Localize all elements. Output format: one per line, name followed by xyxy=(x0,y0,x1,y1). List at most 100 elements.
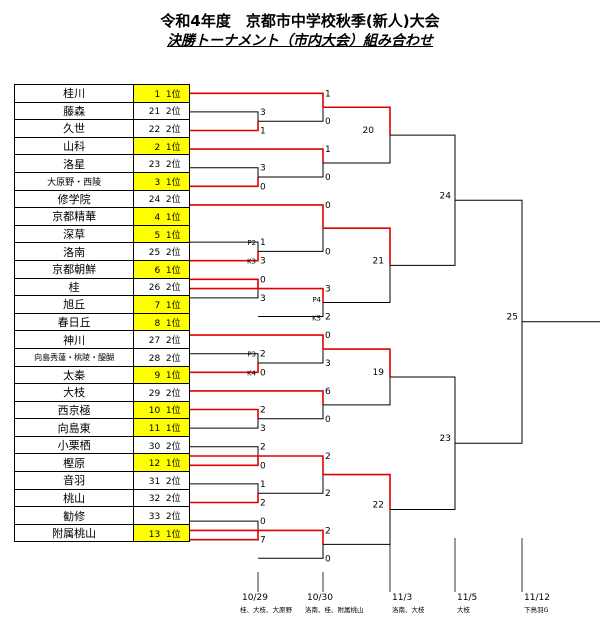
score-label: 1 xyxy=(325,145,331,155)
bracket-line xyxy=(190,455,324,475)
match-number: 19 xyxy=(373,368,385,378)
score-label: 1 xyxy=(260,238,266,248)
seed-number: 28 xyxy=(148,353,161,364)
pk-label: K3 xyxy=(247,258,256,266)
seed-number: 1 xyxy=(154,89,161,100)
score-label: 3 xyxy=(260,257,266,267)
score-label: 2 xyxy=(325,489,331,499)
seed-rank: 1位 xyxy=(165,529,181,540)
bracket-line xyxy=(190,483,259,494)
seed-rank: 1位 xyxy=(165,424,181,435)
seed-rank: 2位 xyxy=(165,124,181,135)
bracket-line xyxy=(323,473,391,510)
match-number: 21 xyxy=(373,256,384,266)
seed-rank: 1位 xyxy=(165,265,181,276)
team-name: 附属桃山 xyxy=(13,523,135,543)
score-label: 0 xyxy=(260,275,266,285)
bracket-line xyxy=(258,107,324,122)
seed-rank: 1位 xyxy=(165,212,181,223)
bracket-line xyxy=(190,446,259,456)
match-number: 20 xyxy=(363,126,375,136)
score-label: 2 xyxy=(260,406,266,416)
pk-label: P3 xyxy=(247,351,256,359)
score-label: 0 xyxy=(260,182,266,192)
seed-number: 24 xyxy=(148,195,161,206)
team-name: 春日丘 xyxy=(13,312,135,332)
score-label: 0 xyxy=(260,368,266,378)
bracket-line xyxy=(323,135,391,164)
score-label: 0 xyxy=(325,415,331,425)
seed-number: 26 xyxy=(148,283,161,294)
score-label: 3 xyxy=(260,108,266,118)
bracket-line xyxy=(190,167,259,177)
bracket-line xyxy=(190,353,259,363)
seed-number: 32 xyxy=(148,494,161,505)
round-venue: 下鳥羽G xyxy=(524,605,549,614)
score-label: 2 xyxy=(260,443,266,453)
seed-rank: 1位 xyxy=(165,371,181,382)
bracket-line xyxy=(190,334,324,350)
score-label: 7 xyxy=(260,536,266,546)
seed-rank: 1位 xyxy=(165,89,181,100)
pk-label: P2 xyxy=(247,239,256,247)
score-label: 0 xyxy=(325,173,331,183)
team-name: 京都精華 xyxy=(13,207,135,226)
bracket-line xyxy=(323,265,391,304)
bracket-line xyxy=(190,408,259,419)
seed-rank: 2位 xyxy=(165,494,181,505)
score-label: 2 xyxy=(325,313,331,323)
bracket-line xyxy=(190,251,259,262)
team-name: 久世 xyxy=(13,119,135,138)
seed-number: 33 xyxy=(148,512,161,523)
round-venue: 洛南、大枝 xyxy=(392,605,425,614)
seed-number: 13 xyxy=(148,529,161,540)
score-label: 0 xyxy=(260,517,266,527)
bracket-line xyxy=(258,474,324,494)
bracket-line xyxy=(190,288,259,299)
seed-number: 10 xyxy=(148,406,161,417)
bracket-line xyxy=(190,148,324,164)
bracket-line xyxy=(323,509,391,545)
score-label: 1 xyxy=(325,89,331,99)
seed-number: 29 xyxy=(148,388,161,399)
bracket-line xyxy=(258,163,324,178)
seed-rank: 2位 xyxy=(165,441,181,452)
score-label: 3 xyxy=(260,294,266,304)
round-date: 11/3 xyxy=(392,593,412,603)
score-label: 2 xyxy=(325,452,331,462)
bracket-line xyxy=(190,177,259,188)
seed-rank: 2位 xyxy=(165,160,181,171)
round-venue: 洛南、桂、附属桃山 xyxy=(305,605,364,614)
pk-label: K5 xyxy=(312,315,321,323)
score-label: 0 xyxy=(325,117,331,127)
bracket-line xyxy=(258,349,324,364)
bracket-line xyxy=(190,287,324,303)
seed-rank: 1位 xyxy=(165,230,181,241)
seed-rank: 1位 xyxy=(165,177,181,188)
score-label: 3 xyxy=(260,164,266,174)
team-seed: 1 1位 xyxy=(133,84,190,103)
score-label: 6 xyxy=(325,387,331,397)
bracket-line xyxy=(190,121,259,132)
score-label: 1 xyxy=(260,127,266,137)
round-venue: 大枝 xyxy=(457,605,471,614)
score-label: 0 xyxy=(260,461,266,471)
bracket-line xyxy=(258,302,324,317)
bracket-line xyxy=(190,418,259,429)
seed-rank: 2位 xyxy=(165,248,181,259)
seed-rank: 1位 xyxy=(165,406,181,417)
bracket-line xyxy=(190,530,259,541)
